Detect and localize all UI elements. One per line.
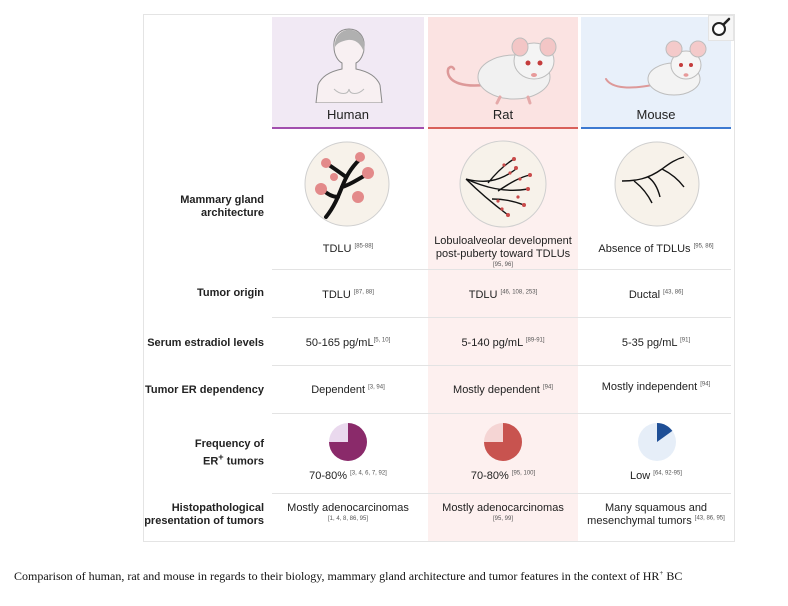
mouse-duct-diagram (614, 141, 700, 227)
architecture-mouse: Absence of TDLUs [95, 86] (598, 243, 714, 255)
er-dependency-mouse: Mostly independent [94] (601, 381, 711, 393)
row-label-estradiol: Serum estradiol levels (147, 337, 264, 349)
frequency-human: 70-80% [3, 4, 6, 7, 92] (309, 470, 387, 482)
mouse-frequency-pie (638, 423, 676, 461)
human-frequency-pie (329, 423, 367, 461)
architecture-human: TDLU [85-88] (322, 243, 374, 255)
frequency-rat: 70-80% [95, 100] (470, 470, 536, 482)
row-divider (272, 269, 731, 270)
rat-frequency-slice (484, 423, 522, 461)
rat-header-underline (428, 127, 578, 129)
er-dependency-human: Dependent [3, 94] (311, 384, 385, 396)
row-divider (272, 413, 731, 414)
tumor-origin-mouse: Ductal [43, 86] (628, 289, 684, 301)
histopathology-human: Mostly adenocarcinomas [1, 4, 8, 86, 95] (287, 502, 409, 522)
estradiol-mouse: 5-35 pg/mL [91] (621, 337, 691, 349)
figure-caption: Comparison of human, rat and mouse in re… (14, 569, 683, 583)
human-frequency-slice (329, 423, 367, 461)
estradiol-human: 50-165 pg/mL[5, 10] (305, 337, 391, 349)
estradiol-rat: 5-140 pg/mL [89-91] (461, 337, 545, 349)
human-tdlu-diagram (304, 141, 390, 227)
tumor-origin-human: TDLU [87, 88] (322, 289, 374, 301)
row-divider (272, 317, 731, 318)
zoom-button[interactable] (708, 15, 734, 41)
rat-tdlu-diagram (459, 140, 547, 228)
row-divider (272, 365, 731, 366)
row-label-tumor-origin: Tumor origin (196, 287, 264, 299)
column-header-mouse: Mouse (636, 107, 676, 122)
column-header-human: Human (327, 107, 369, 122)
frequency-mouse: Low [64, 92-95] (630, 470, 682, 482)
zoom-magnifier-icon (712, 17, 731, 36)
row-divider (272, 493, 731, 494)
histopathology-rat: Mostly adenocarcinomas [95, 99] (442, 502, 564, 522)
tumor-origin-rat: TDLU [46, 108, 253] (468, 289, 538, 301)
rat-frequency-pie (484, 423, 522, 461)
row-label-er-dependency: Tumor ER dependency (145, 384, 264, 396)
mouse-icon (605, 40, 707, 96)
mouse-header-underline (581, 127, 731, 129)
human-header-underline (272, 127, 424, 129)
er-dependency-rat: Mostly dependent [94] (453, 384, 553, 396)
rat-icon (446, 37, 557, 105)
column-header-rat: Rat (492, 107, 514, 122)
mouse-frequency-slice (657, 423, 673, 442)
human-icon (315, 28, 383, 103)
